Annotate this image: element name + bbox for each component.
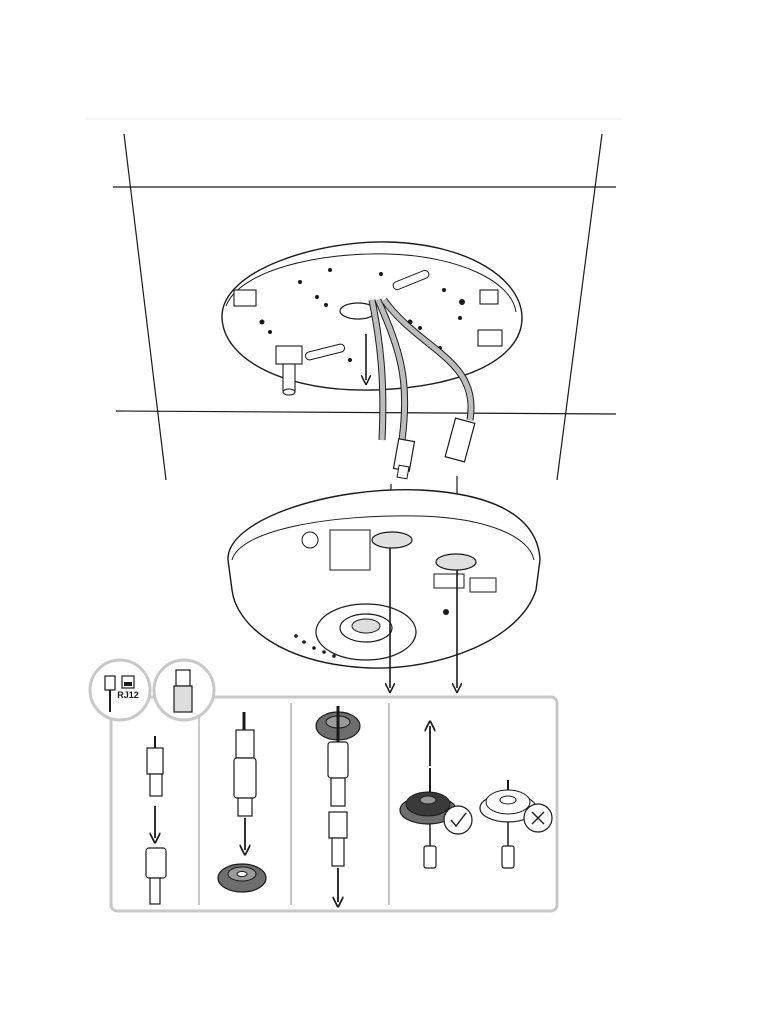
check-circle-icon <box>443 805 473 835</box>
camera-base <box>227 488 541 669</box>
step-4 <box>399 726 553 869</box>
cables <box>368 297 475 441</box>
cross-circle-icon <box>523 803 553 833</box>
rj45-connector-icon <box>444 417 476 463</box>
step-1 <box>145 736 167 905</box>
rj45-connector-icon <box>392 438 416 480</box>
rj12-label: RJ12 <box>117 690 139 700</box>
step-3 <box>315 706 361 902</box>
rj45-connector-callout <box>152 658 216 722</box>
ceiling-outline <box>113 133 617 481</box>
rj12-connector-callout: RJ12 <box>88 658 152 722</box>
step-2 <box>217 712 267 893</box>
